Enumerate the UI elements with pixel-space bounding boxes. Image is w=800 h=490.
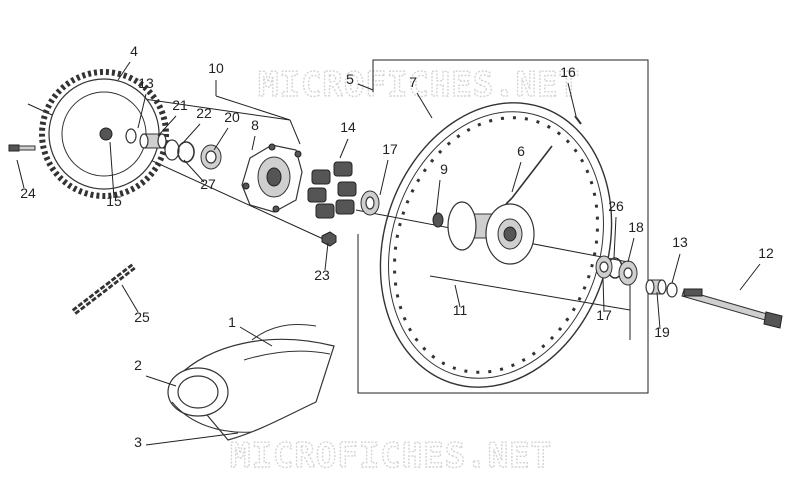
callout-number-14: 14 <box>340 119 356 135</box>
callout-number-13: 13 <box>138 75 154 91</box>
spacer-part-21 <box>139 133 167 149</box>
leader-line-27 <box>183 159 205 183</box>
callout-number-16: 16 <box>560 64 576 80</box>
leader-line-26 <box>613 216 617 259</box>
leader-line-19 <box>656 291 661 330</box>
washer-part-13-left <box>125 128 137 144</box>
circlip-part-27 <box>177 141 195 163</box>
callout-number-20: 20 <box>224 109 240 125</box>
callout-number-25: 25 <box>134 309 150 325</box>
leader-line-14 <box>339 138 349 159</box>
callout-number-11: 11 <box>453 302 468 318</box>
spacer-part-19 <box>645 279 667 295</box>
leader-line-11 <box>454 284 461 308</box>
leader-line-24 <box>16 159 25 189</box>
callout-number-5: 5 <box>346 71 354 87</box>
nut-part-23 <box>321 231 337 247</box>
axle-part-12 <box>681 288 783 329</box>
leader-line-23 <box>324 242 329 271</box>
callout-number-15: 15 <box>106 193 122 209</box>
chain-part-25 <box>71 263 137 315</box>
leader-line-2 <box>145 375 177 387</box>
cush-rubbers-part-14 <box>307 161 357 219</box>
callout-number-3: 3 <box>134 434 142 450</box>
leader-line-6 <box>511 161 522 193</box>
inner-tube-part-2 <box>167 367 229 417</box>
callout-number-23: 23 <box>314 267 330 283</box>
callout-number-24: 24 <box>20 185 36 201</box>
tyre-part-1 <box>175 324 335 441</box>
callout-number-8: 8 <box>251 117 259 133</box>
spacer-part-18 <box>618 260 638 286</box>
spoke-nipple-part-16 <box>574 115 582 125</box>
callout-number-17b: 17 <box>596 307 612 323</box>
callout-number-2: 2 <box>134 357 142 373</box>
callout-number-1: 1 <box>228 314 236 330</box>
leader-line-8 <box>251 135 256 151</box>
washer-part-13-right <box>666 282 678 298</box>
leader-line-20 <box>213 127 229 151</box>
leader-line-5 <box>357 83 374 91</box>
leader-line-9 <box>435 179 441 216</box>
leader-line-25 <box>121 284 139 313</box>
leader-line-17 <box>379 159 389 196</box>
bearing-part-17-left <box>360 190 380 216</box>
spoke-part-6 <box>505 145 553 205</box>
callout-number-4: 4 <box>130 43 138 59</box>
leader-line-12 <box>739 263 761 291</box>
callout-number-17: 17 <box>382 141 398 157</box>
leader-line-18 <box>627 237 635 263</box>
leader-line-21 <box>157 115 177 137</box>
leader-line-4 <box>117 61 131 81</box>
callout-number-7: 7 <box>409 74 417 90</box>
callout-number-26: 26 <box>608 198 624 214</box>
wheel-hub-part-11 <box>447 201 535 265</box>
leader-line-3 <box>145 432 239 446</box>
bearing-part-17-right <box>595 255 613 279</box>
callout-number-12: 12 <box>758 245 774 261</box>
callout-number-13b: 13 <box>672 234 688 250</box>
rim-band-part-3 <box>171 401 253 433</box>
leader-line-1 <box>239 326 273 347</box>
seal-part-22 <box>164 139 180 161</box>
callout-number-19: 19 <box>654 324 670 340</box>
leader-line-15 <box>109 141 115 199</box>
callout-number-21: 21 <box>172 97 188 113</box>
leader-line-16 <box>567 82 577 117</box>
bolt-part-24 <box>8 144 36 152</box>
callout-number-10: 10 <box>208 60 224 76</box>
leader-line-13 <box>137 93 147 129</box>
leader-line-17b <box>602 277 605 313</box>
watermark-top: MICROFICHES.NET <box>258 65 580 105</box>
bearing-part-20 <box>200 144 222 170</box>
callout-number-27: 27 <box>200 176 216 192</box>
callout-number-9: 9 <box>440 161 448 177</box>
callout-number-22: 22 <box>196 105 212 121</box>
leader-line-22 <box>181 123 201 145</box>
callout-number-6: 6 <box>517 143 525 159</box>
watermark-bottom: MICROFICHES.NET <box>230 436 552 476</box>
sprocket-carrier-part-8 <box>241 143 303 213</box>
leader-line-13b <box>671 253 681 284</box>
bearing-part-9 <box>432 212 444 228</box>
callout-number-18: 18 <box>628 219 644 235</box>
leader-line-7 <box>416 92 433 119</box>
